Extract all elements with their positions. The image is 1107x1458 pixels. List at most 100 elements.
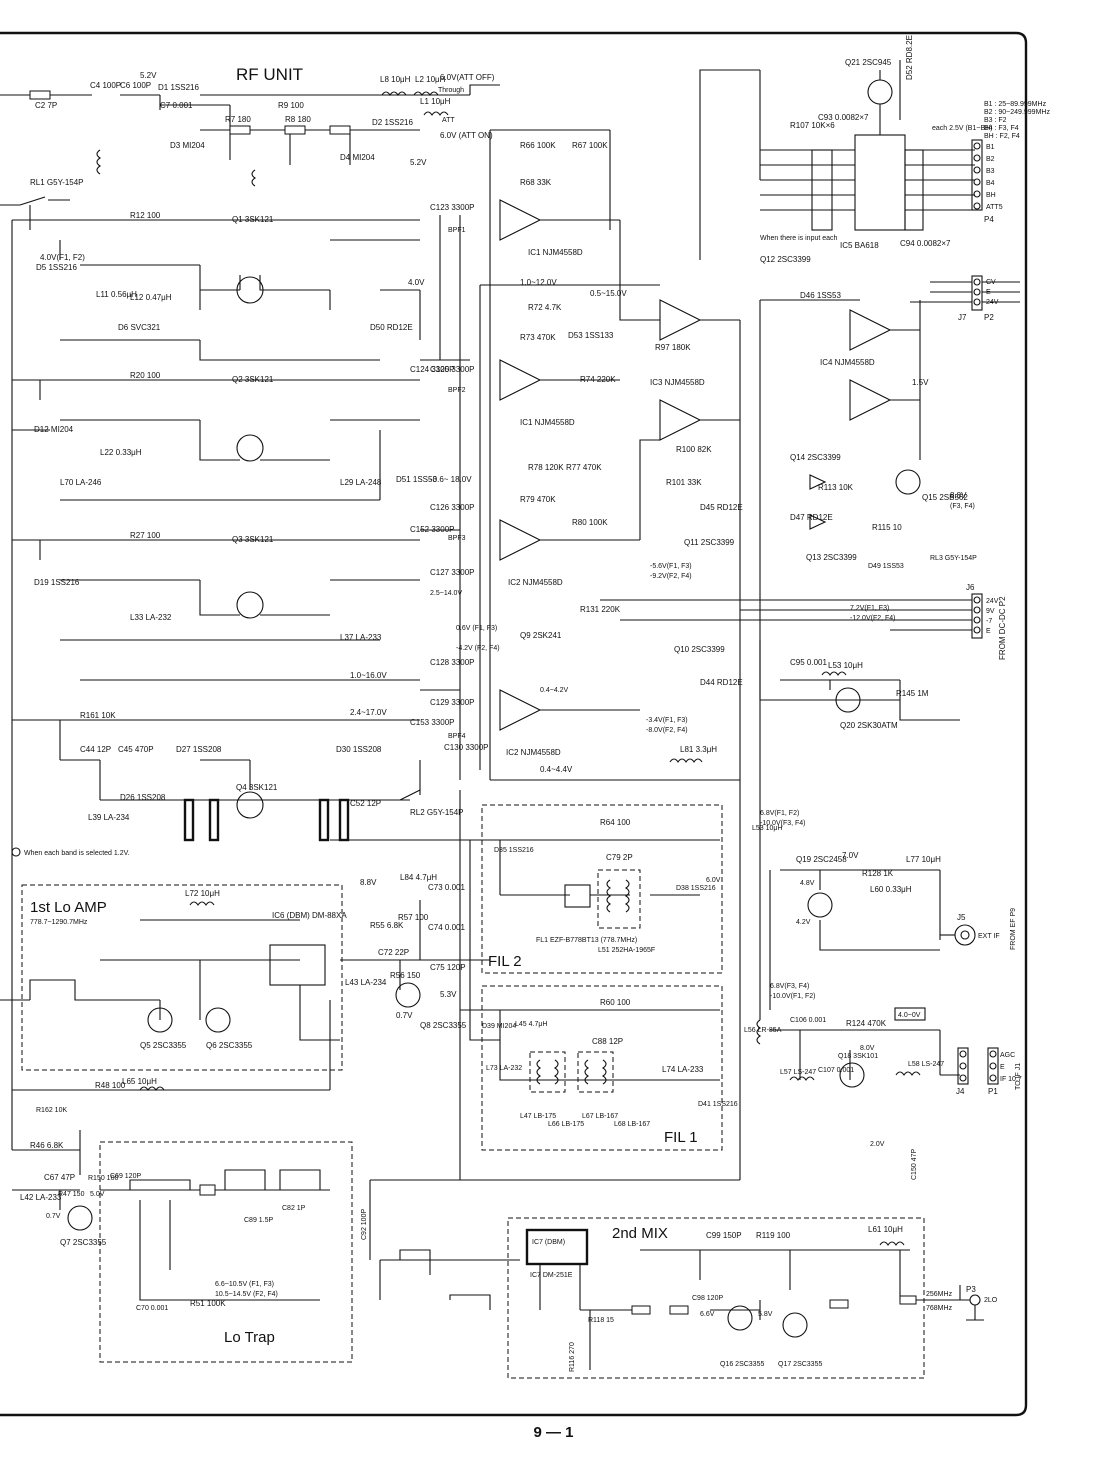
l81-label: L81 3.3μH — [680, 745, 717, 754]
c70-label: C70 0.001 — [136, 1305, 168, 1312]
l73-label: L73 LA-232 — [486, 1065, 522, 1072]
l72-label: L72 10μH — [185, 889, 220, 898]
p1-label: P1 — [988, 1087, 998, 1096]
q5-label: Q5 2SC3355 — [140, 1041, 187, 1050]
d47-label: D47 RD12E — [790, 513, 833, 522]
band-bh: BH : F2, F4 — [984, 133, 1020, 140]
q20-area — [780, 671, 960, 721]
l12-label: L12 0.47μH — [130, 293, 172, 302]
q3-label: Q3 3SK121 — [232, 535, 274, 544]
l22-label: L22 0.33μH — [100, 448, 142, 457]
r7-label: R7 180 — [225, 115, 251, 124]
v88b-label: 8.8V — [360, 878, 377, 887]
p2-connector — [910, 275, 1020, 311]
q21-label: Q21 2SC945 — [845, 58, 892, 67]
d41-label: D41 1SS216 — [698, 1101, 738, 1108]
d3-label: D3 MI204 — [170, 141, 205, 150]
v10-12-label: 1.0~12.0V — [520, 278, 557, 287]
v58-label: 5.8V — [758, 1311, 773, 1318]
q16-label: Q16 2SC3355 — [720, 1361, 764, 1368]
att-off-label: 6.0V(ATT OFF) — [440, 73, 495, 82]
v04-42-label: 0.4~4.2V — [540, 687, 569, 694]
sheet-border — [0, 31, 1028, 1417]
j6-connector — [620, 593, 983, 639]
q9-label: Q9 2SK241 — [520, 631, 562, 640]
rl2-label: RL2 G5Y-154P — [410, 808, 464, 817]
q17-label: Q17 2SC3355 — [778, 1361, 822, 1368]
from-dcdc-label: FROM DC-DC P2 — [998, 596, 1007, 660]
r113-label: R113 10K — [818, 483, 854, 492]
c150-label: C150 47P — [911, 1149, 918, 1180]
q10-label: Q10 2SC3399 — [674, 645, 725, 654]
second-mix-title: 2nd MIX — [612, 1225, 668, 1242]
q19-label: Q19 2SC2458 — [796, 855, 847, 864]
q15-label: Q15 2SB562 — [922, 493, 968, 502]
j6-pin-24v: 24V — [986, 598, 999, 605]
v50-label: 5.0V — [90, 1191, 105, 1198]
q20-label: Q20 2SK30ATM — [840, 721, 898, 730]
rf-unit-title: RF UNIT — [236, 65, 303, 84]
p3-connector — [920, 1294, 984, 1321]
r72-label: R72 4.7K — [528, 303, 562, 312]
v07-label: 0.7V — [396, 1011, 413, 1020]
r9-label: R9 100 — [278, 101, 304, 110]
l77-label: L77 10μH — [906, 855, 941, 864]
r57-label: R57 100 — [398, 913, 429, 922]
v42-label: 4.2V — [796, 919, 811, 926]
ext-if-label: EXT IF — [978, 933, 1000, 940]
v34-label: -3.4V(F1, F3) — [646, 717, 688, 724]
j6-pin-e: E — [986, 628, 991, 635]
r78-label: R78 120K — [528, 463, 564, 472]
q14-label: Q14 2SC3399 — [790, 453, 841, 462]
r47-label: R47 150 — [58, 1191, 85, 1198]
r145-label: R145 1M — [896, 689, 929, 698]
d49-label: D49 1SS53 — [868, 563, 904, 570]
v70-label: 7.0V — [842, 851, 859, 860]
r68-label: R68 33K — [520, 178, 552, 187]
q1-label: Q1 3SK121 — [232, 215, 274, 224]
fil1-circuit — [460, 960, 720, 1093]
first-lo-amp-box — [21, 884, 343, 1071]
c72-label: C72 22P — [378, 948, 409, 957]
r73-label: R73 470K — [520, 333, 556, 342]
through-label: Through — [438, 87, 464, 94]
d12-label: D12 MI204 — [34, 425, 74, 434]
r46-label: R46 6.8K — [30, 1141, 64, 1150]
r56-label: R56 150 — [390, 971, 421, 980]
q15-symbol — [895, 469, 921, 495]
c89-label: C89 1.5P — [244, 1217, 274, 1224]
r77-label: R77 470K — [566, 463, 602, 472]
d38-label: D38 1SS216 — [676, 885, 716, 892]
l57-label: L57 LS-247 — [780, 1069, 816, 1076]
p2-label: P2 — [984, 313, 994, 322]
q8-label: Q8 2SC3355 — [420, 1021, 467, 1030]
r107-label: R107 10K×6 — [790, 121, 835, 130]
r131-label: R131 220K — [580, 605, 621, 614]
r79-label: R79 470K — [520, 495, 556, 504]
r97-label: R97 180K — [655, 343, 691, 352]
d30-label: D30 1SS208 — [336, 745, 382, 754]
j4-pin-if: IF 10.7 — [1000, 1076, 1022, 1083]
v68-f3f4: 6.8V(F3, F4) — [770, 983, 809, 990]
c153-label: C153 3300P — [410, 718, 454, 727]
vm100-f1f2: -10.0V(F1, F2) — [770, 993, 816, 1000]
att-on-label: 6.0V (ATT ON) — [440, 131, 493, 140]
r116-label: R116 270 — [569, 1342, 576, 1372]
p3-2lo-label: 2LO — [984, 1297, 998, 1304]
r74-label: R74 220K — [580, 375, 616, 384]
r67-label: R67 100K — [572, 141, 608, 150]
v40-label: 4.0V — [408, 278, 425, 287]
q18-label: Q18 3SK101 — [838, 1053, 878, 1060]
j4-connector — [957, 1047, 999, 1085]
rl1-label: RL1 G5Y-154P — [30, 178, 84, 187]
r118-label: R118 15 — [588, 1317, 614, 1324]
r124-label: R124 470K — [846, 1019, 887, 1028]
d39-label: D39 MI204 — [482, 1023, 516, 1030]
c93-label: C93 0.0082×7 — [818, 113, 869, 122]
v80-label: 8.0V — [860, 1045, 875, 1052]
d52-label: D52 RD8.2E — [905, 35, 914, 80]
r66-label: R66 100K — [520, 141, 556, 150]
p4-pin-b4: B4 — [986, 180, 995, 187]
c88-label: C88 12P — [592, 1037, 623, 1046]
p4-pin-bh: BH — [986, 192, 996, 199]
